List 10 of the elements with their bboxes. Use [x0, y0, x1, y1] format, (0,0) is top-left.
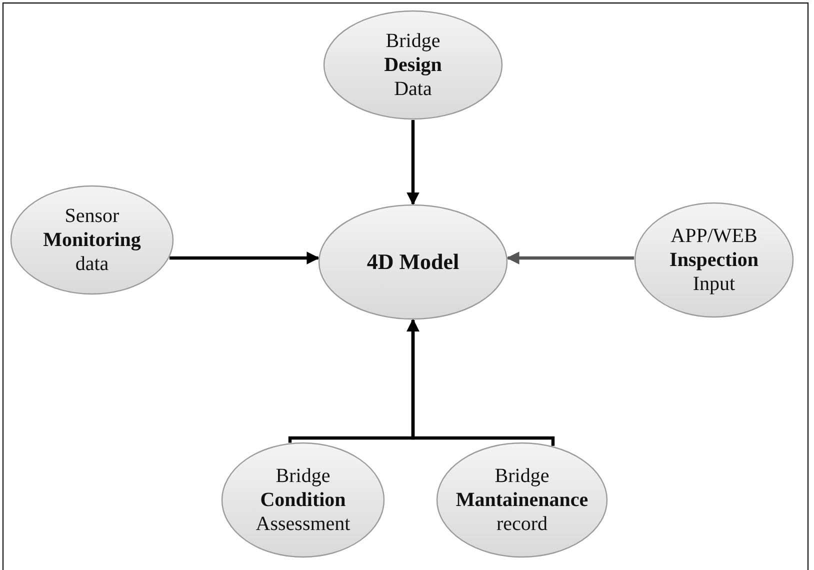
- arrow: [169, 252, 320, 264]
- arrow: [406, 120, 420, 206]
- node-text: Bridge Mantainenance record: [456, 464, 588, 536]
- arrow: [406, 318, 555, 446]
- node-text: Bridge Condition Assessment: [256, 464, 350, 536]
- node-text: 4D Model: [366, 248, 460, 276]
- node-text: APP/WEB Inspection Input: [670, 224, 758, 296]
- node-text: Sensor Monitoring data: [43, 204, 141, 276]
- arrow: [506, 252, 634, 264]
- node-text: Bridge Design Data: [384, 29, 442, 101]
